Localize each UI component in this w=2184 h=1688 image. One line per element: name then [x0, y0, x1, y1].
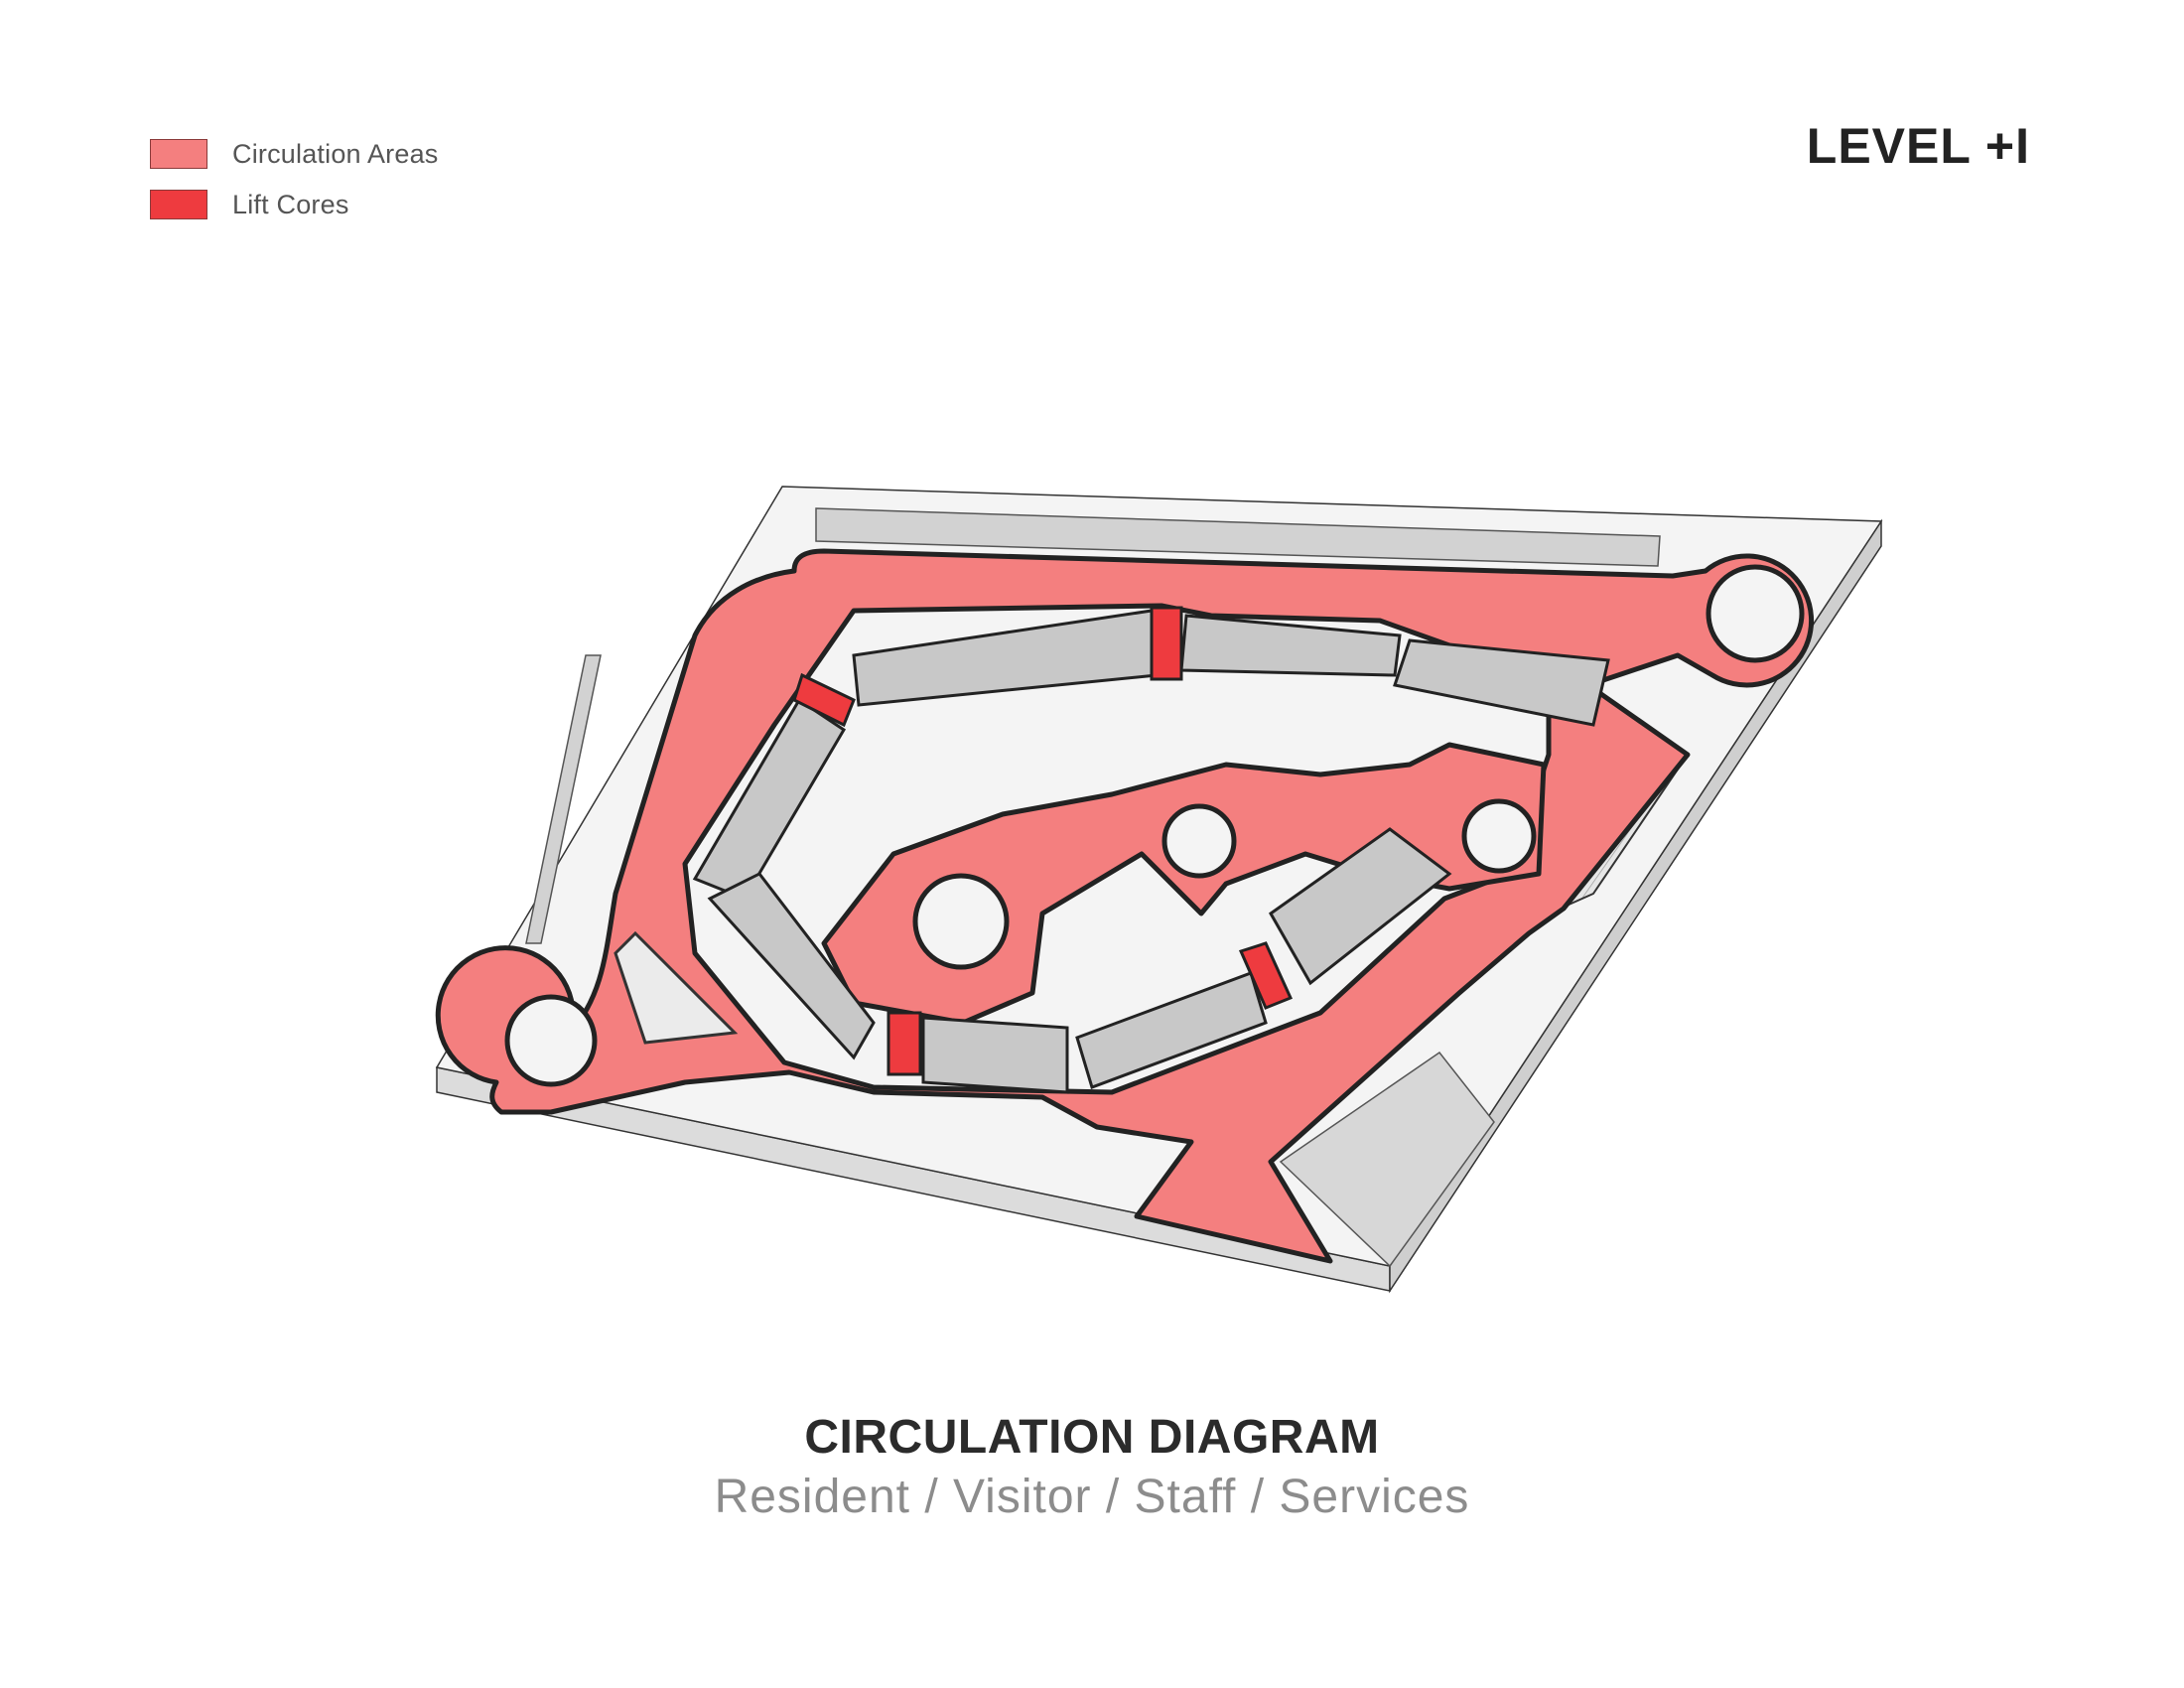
- building-block: [921, 1016, 1069, 1094]
- roundabout-northeast: [1706, 564, 1805, 663]
- plaza-area: [614, 930, 739, 1045]
- lift-cores: [792, 606, 1294, 1076]
- lift-core: [887, 1011, 922, 1076]
- legend: Circulation Areas Lift Cores: [150, 139, 439, 240]
- level-title: LEVEL +I: [1806, 118, 2030, 174]
- lift-core: [1238, 941, 1294, 1010]
- legend-item-lift-cores: Lift Cores: [150, 190, 439, 219]
- courtyard-planter: [1461, 798, 1537, 874]
- lift-core: [792, 672, 856, 728]
- lift-core: [1150, 606, 1183, 681]
- building-blocks: [692, 609, 1610, 1094]
- building-block: [1179, 614, 1402, 677]
- building-block: [1269, 827, 1452, 986]
- plaza-area: [1279, 1051, 1495, 1268]
- building-block: [1393, 638, 1610, 727]
- building-block: [1075, 971, 1268, 1089]
- diagram-title: CIRCULATION DIAGRAM: [804, 1411, 1380, 1464]
- perimeter-walkway-left: [525, 654, 602, 944]
- circulation-swatch: [150, 139, 207, 169]
- courtyard-planter: [912, 873, 1010, 970]
- legend-label: Lift Cores: [232, 189, 349, 219]
- courtyard-planter: [1161, 803, 1237, 879]
- building-block: [707, 872, 876, 1060]
- lift-core-swatch: [150, 190, 207, 219]
- legend-item-circulation: Circulation Areas: [150, 139, 439, 169]
- perimeter-walkway-top: [815, 507, 1661, 567]
- roundabout-southwest: [504, 994, 598, 1087]
- legend-label: Circulation Areas: [232, 138, 439, 169]
- diagram-subtitle: Resident / Visitor / Staff / Services: [714, 1471, 1470, 1523]
